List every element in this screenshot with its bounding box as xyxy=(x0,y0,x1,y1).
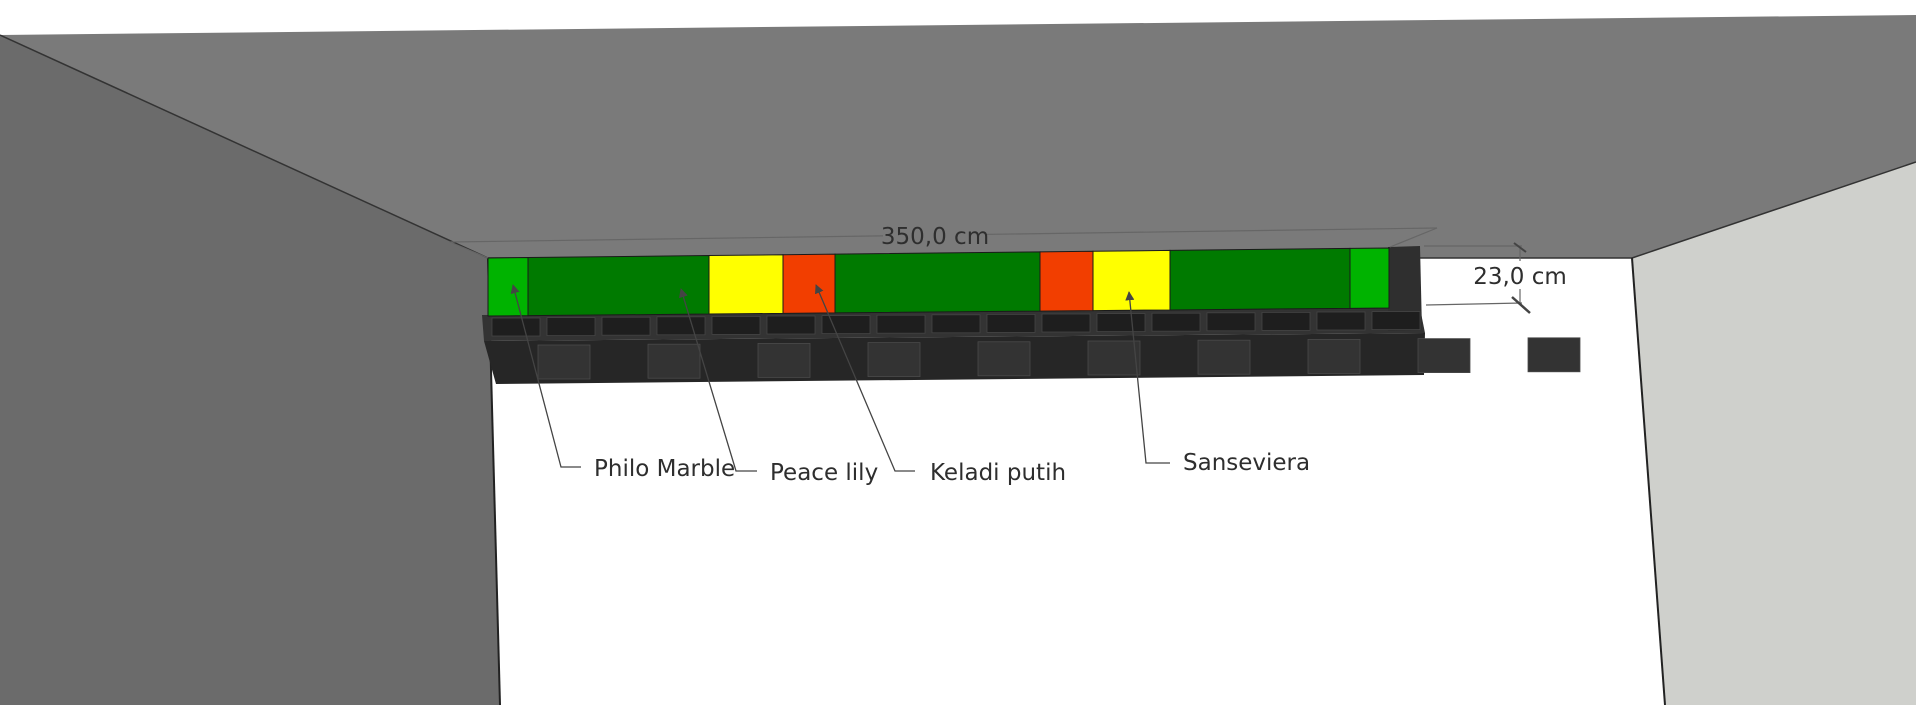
planter-tile xyxy=(1151,312,1201,332)
depth-tick-bottom xyxy=(1511,296,1531,314)
planter-tile xyxy=(1371,311,1421,331)
left-wall xyxy=(0,35,500,705)
plant-segment-peace-lily xyxy=(1169,247,1351,311)
plant-segment-peace-lily xyxy=(527,255,710,317)
length-extension-left xyxy=(449,241,489,259)
ceiling-edge-left xyxy=(0,34,489,259)
plant-segment-keladi-putih xyxy=(782,253,836,314)
depth-dimension-label: 23,0 cm xyxy=(1473,264,1567,290)
ceiling-edge-right xyxy=(1631,161,1916,259)
planter-tile-pattern xyxy=(491,311,1581,380)
planter-tile xyxy=(1417,338,1471,374)
leader-peace-lily xyxy=(679,288,757,472)
planter-tile xyxy=(1197,339,1251,375)
planter-tile xyxy=(1206,312,1256,332)
callout-peace-lily: Peace lily xyxy=(770,460,878,486)
planter-tile xyxy=(757,342,811,378)
planter-box xyxy=(482,246,1581,384)
length-extension-right xyxy=(1389,227,1438,248)
leader-philo-marble xyxy=(510,284,581,468)
planter-tile xyxy=(647,343,701,379)
length-dimension-label: 350,0 cm xyxy=(881,224,989,250)
planter-front-face xyxy=(484,333,1425,384)
planter-tile xyxy=(766,315,816,335)
leader-keladi-putih xyxy=(815,284,915,472)
length-label-background xyxy=(883,222,987,248)
length-dimension: 350,0 cm xyxy=(449,222,1438,259)
depth-tick-top xyxy=(1513,242,1527,253)
planter-tile xyxy=(1096,313,1146,333)
depth-extension-bottom xyxy=(1425,302,1523,306)
plant-segment-philo-marble xyxy=(1349,247,1390,309)
planter-tile xyxy=(656,316,706,336)
callout-leaders xyxy=(510,284,1170,472)
plant-segments xyxy=(487,247,1390,317)
wall-corner-right xyxy=(1631,257,1666,705)
plant-segment-sanseviera xyxy=(1092,249,1171,312)
planter-tile xyxy=(1087,340,1141,376)
planter-tile xyxy=(1041,313,1091,333)
planter-tile xyxy=(931,314,981,334)
planter-tile xyxy=(537,344,591,380)
planter-tile xyxy=(1527,337,1581,373)
callout-philo-marble: Philo Marble xyxy=(594,456,735,482)
callout-sanseviera: Sanseviera xyxy=(1183,450,1310,476)
plant-segment-keladi-putih xyxy=(1039,250,1094,312)
ceiling xyxy=(0,15,1916,258)
plant-segment-peace-lily xyxy=(834,251,1041,314)
planter-tile xyxy=(986,313,1036,333)
planter-tile xyxy=(546,317,596,337)
planter-tile xyxy=(867,342,921,378)
planter-tile xyxy=(491,317,541,337)
callout-keladi-putih: Keladi putih xyxy=(930,460,1066,486)
plant-segment-sanseviera xyxy=(708,254,784,315)
planter-tile xyxy=(1261,311,1311,331)
planter-end-block xyxy=(1388,246,1422,331)
planter-tile xyxy=(821,315,871,335)
plant-segment-philo-marble xyxy=(487,257,529,317)
planter-tile xyxy=(977,341,1031,377)
leader-sanseviera xyxy=(1125,291,1170,464)
planter-tile xyxy=(1307,338,1361,374)
planter-tile xyxy=(711,315,761,335)
planter-tile xyxy=(876,314,926,334)
depth-label-background xyxy=(1474,261,1568,289)
right-wall xyxy=(1632,162,1916,705)
planter-tile xyxy=(1316,311,1366,331)
depth-dimension: 23,0 cm xyxy=(1424,242,1568,314)
planter-tile xyxy=(601,316,651,336)
